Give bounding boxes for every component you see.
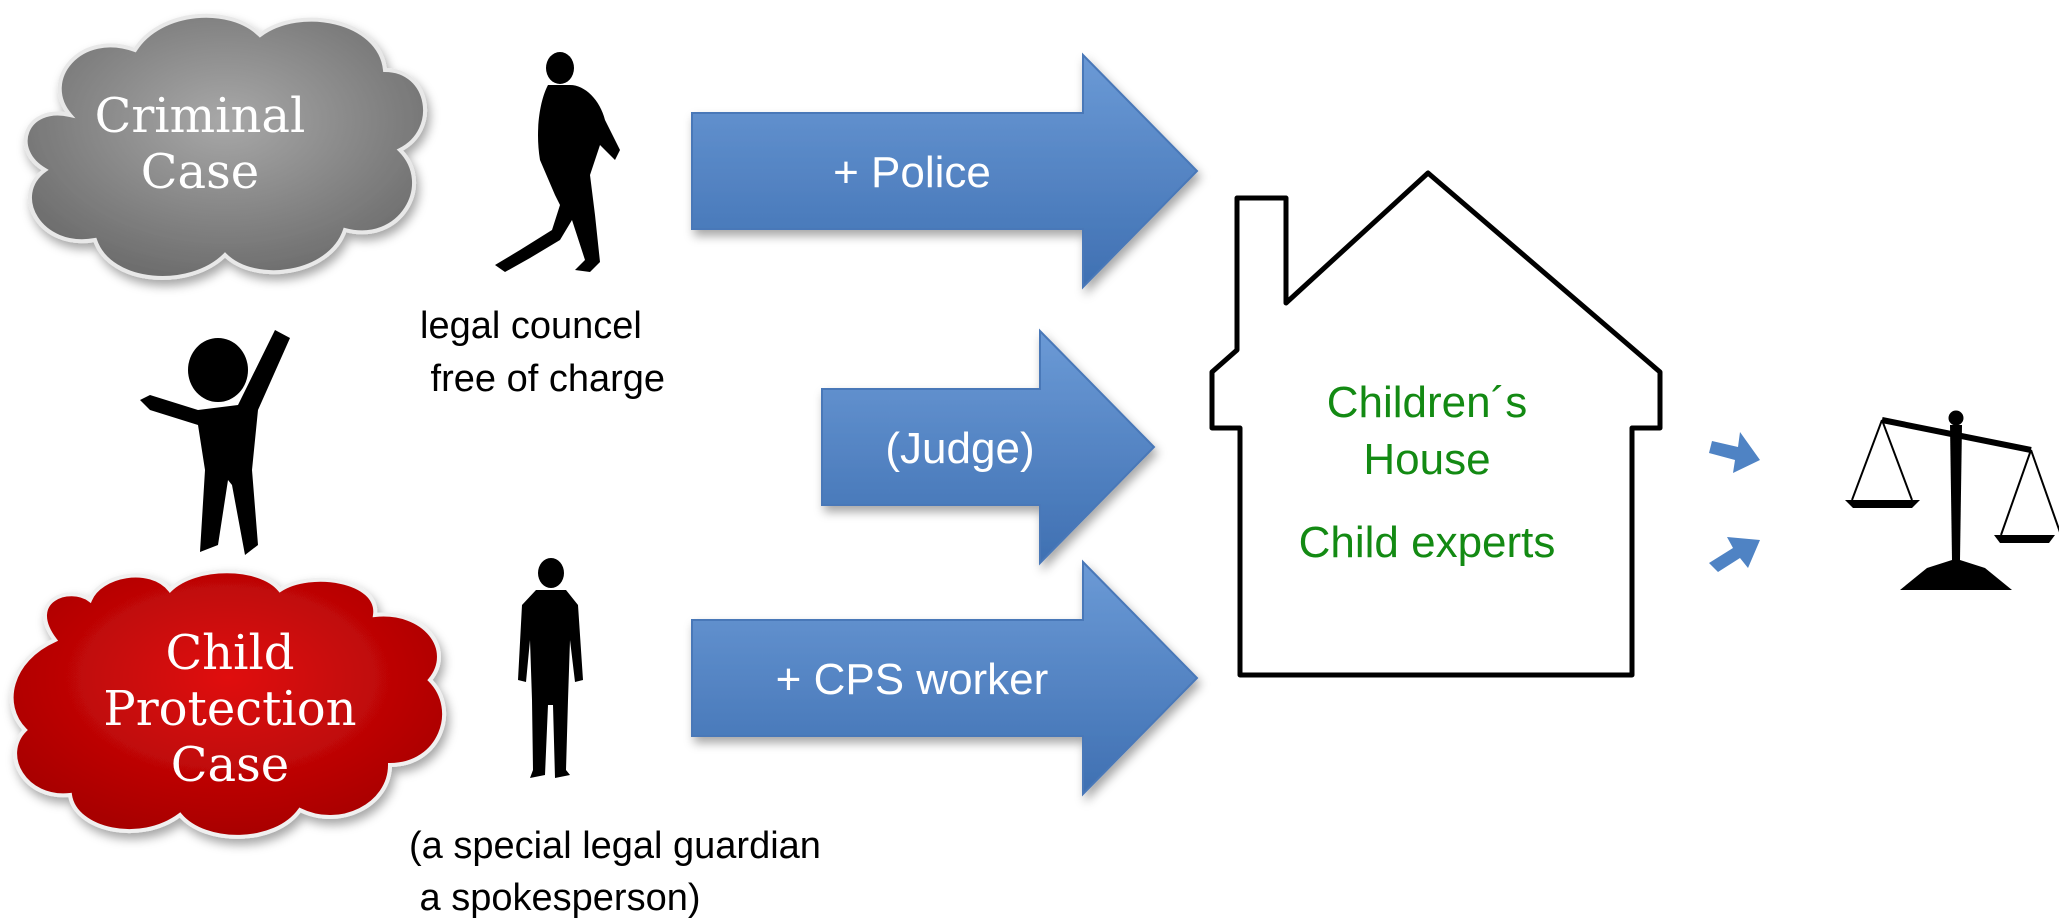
cheering-child-icon <box>140 330 290 555</box>
small-arrow-lower <box>1709 537 1760 572</box>
judge-arrow-label: (Judge) <box>885 424 1034 473</box>
child-protection-cloud-line1: Child <box>165 625 294 681</box>
criminal-cloud-line2: Case <box>141 144 259 200</box>
cps-worker-arrow: + CPS worker <box>691 559 1199 797</box>
childrens-house: Children´s House Child experts <box>1209 170 1663 678</box>
small-arrow-upper <box>1709 432 1760 473</box>
child-protection-cloud-line3: Case <box>171 737 289 793</box>
judge-arrow: (Judge) <box>821 328 1156 566</box>
house-line2: House <box>1363 435 1490 484</box>
criminal-case-cloud: Criminal Case <box>23 13 427 280</box>
child-protection-case-cloud: Child Protection Case <box>9 569 447 839</box>
criminal-cloud-line1: Criminal <box>95 88 306 144</box>
police-arrow-shape <box>691 52 1199 290</box>
legal-council-caption-line2: free of charge <box>420 358 665 400</box>
criminal-cloud-shape <box>23 13 427 280</box>
scales-of-justice-icon <box>1845 410 2059 590</box>
child-protection-cloud-shape <box>9 569 447 839</box>
house-line3: Child experts <box>1299 518 1556 567</box>
standing-man-icon <box>518 558 583 778</box>
guardian-caption-line2: a spokesperson) <box>409 877 701 919</box>
child-protection-cloud-line2: Protection <box>103 681 356 737</box>
cps-arrow-label: + CPS worker <box>776 655 1049 704</box>
walking-woman-icon <box>495 52 620 272</box>
cps-arrow-shape <box>691 559 1199 797</box>
house-line1: Children´s <box>1327 378 1528 427</box>
guardian-caption-line1: (a special legal guardian <box>409 825 821 867</box>
legal-council-caption-line1: legal councel <box>420 305 642 347</box>
judge-arrow-shape <box>821 328 1156 566</box>
house-outline <box>1209 170 1663 678</box>
police-arrow: + Police <box>691 52 1199 290</box>
police-arrow-label: + Police <box>833 148 991 197</box>
